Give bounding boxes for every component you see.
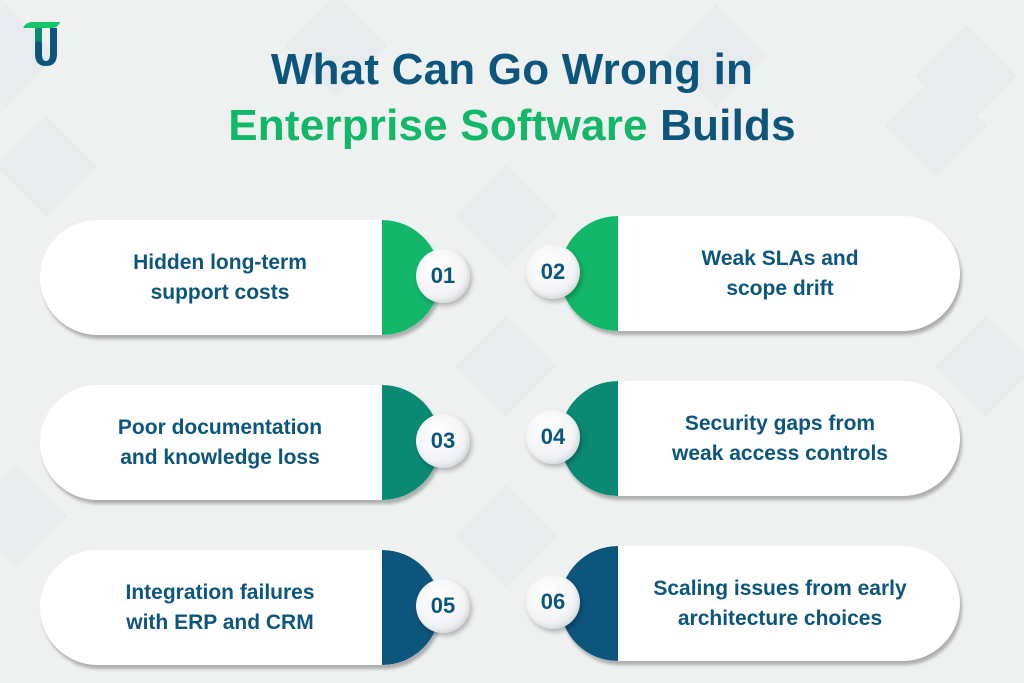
bg-chevron-shape [455, 485, 557, 587]
title-line-1: What Can Go Wrong in [270, 45, 754, 94]
risk-card-02: Weak SLAs and scope drift 02 [526, 216, 960, 331]
card-pill [40, 550, 440, 665]
page-title: What Can Go Wrong in Enterprise Software… [0, 42, 1024, 154]
card-text: Hidden long-term support costs [60, 220, 380, 335]
brand-logo-icon [23, 22, 60, 66]
risk-card-05: Integration failures with ERP and CRM 05 [40, 550, 470, 665]
risk-card-06: Scaling issues from early architecture ch… [526, 546, 960, 661]
card-text-line: and knowledge loss [120, 445, 320, 469]
card-text: Scaling issues from early architecture ch… [620, 546, 940, 661]
number-badge: 01 [416, 249, 470, 303]
card-text-line: architecture choices [677, 606, 883, 630]
risk-card-01: Hidden long-term support costs 01 [40, 220, 470, 335]
card-text: Integration failures with ERP and CRM [60, 550, 380, 665]
number-badge: 03 [416, 414, 470, 468]
card-text-line: support costs [150, 280, 290, 304]
card-text-line: with ERP and CRM [126, 610, 314, 634]
number-badge: 04 [526, 410, 580, 464]
title-rest: Builds [647, 101, 796, 150]
number-badge: 05 [416, 579, 470, 633]
card-text: Security gaps from weak access controls [620, 381, 940, 496]
number-badge: 02 [526, 245, 580, 299]
card-text: Poor documentation and knowledge loss [60, 385, 380, 500]
risk-card-04: Security gaps from weak access controls 0… [526, 381, 960, 496]
card-text-line: Weak SLAs and [701, 246, 859, 270]
card-text-line: Scaling issues from early [653, 576, 907, 600]
title-line-2: Enterprise Software Builds [0, 98, 1024, 154]
bg-chevron-shape [455, 315, 557, 417]
number-badge: 06 [526, 575, 580, 629]
card-text-line: Security gaps from [684, 411, 876, 435]
card-text-line: Poor documentation [117, 415, 323, 439]
title-highlight: Enterprise Software [228, 101, 648, 150]
card-text: Weak SLAs and scope drift [620, 216, 940, 331]
card-text-line: scope drift [726, 276, 834, 300]
risk-card-03: Poor documentation and knowledge loss 03 [40, 385, 470, 500]
card-text-line: Integration failures [125, 580, 315, 604]
card-text-line: Hidden long-term [133, 250, 307, 274]
card-text-line: weak access controls [672, 441, 888, 465]
